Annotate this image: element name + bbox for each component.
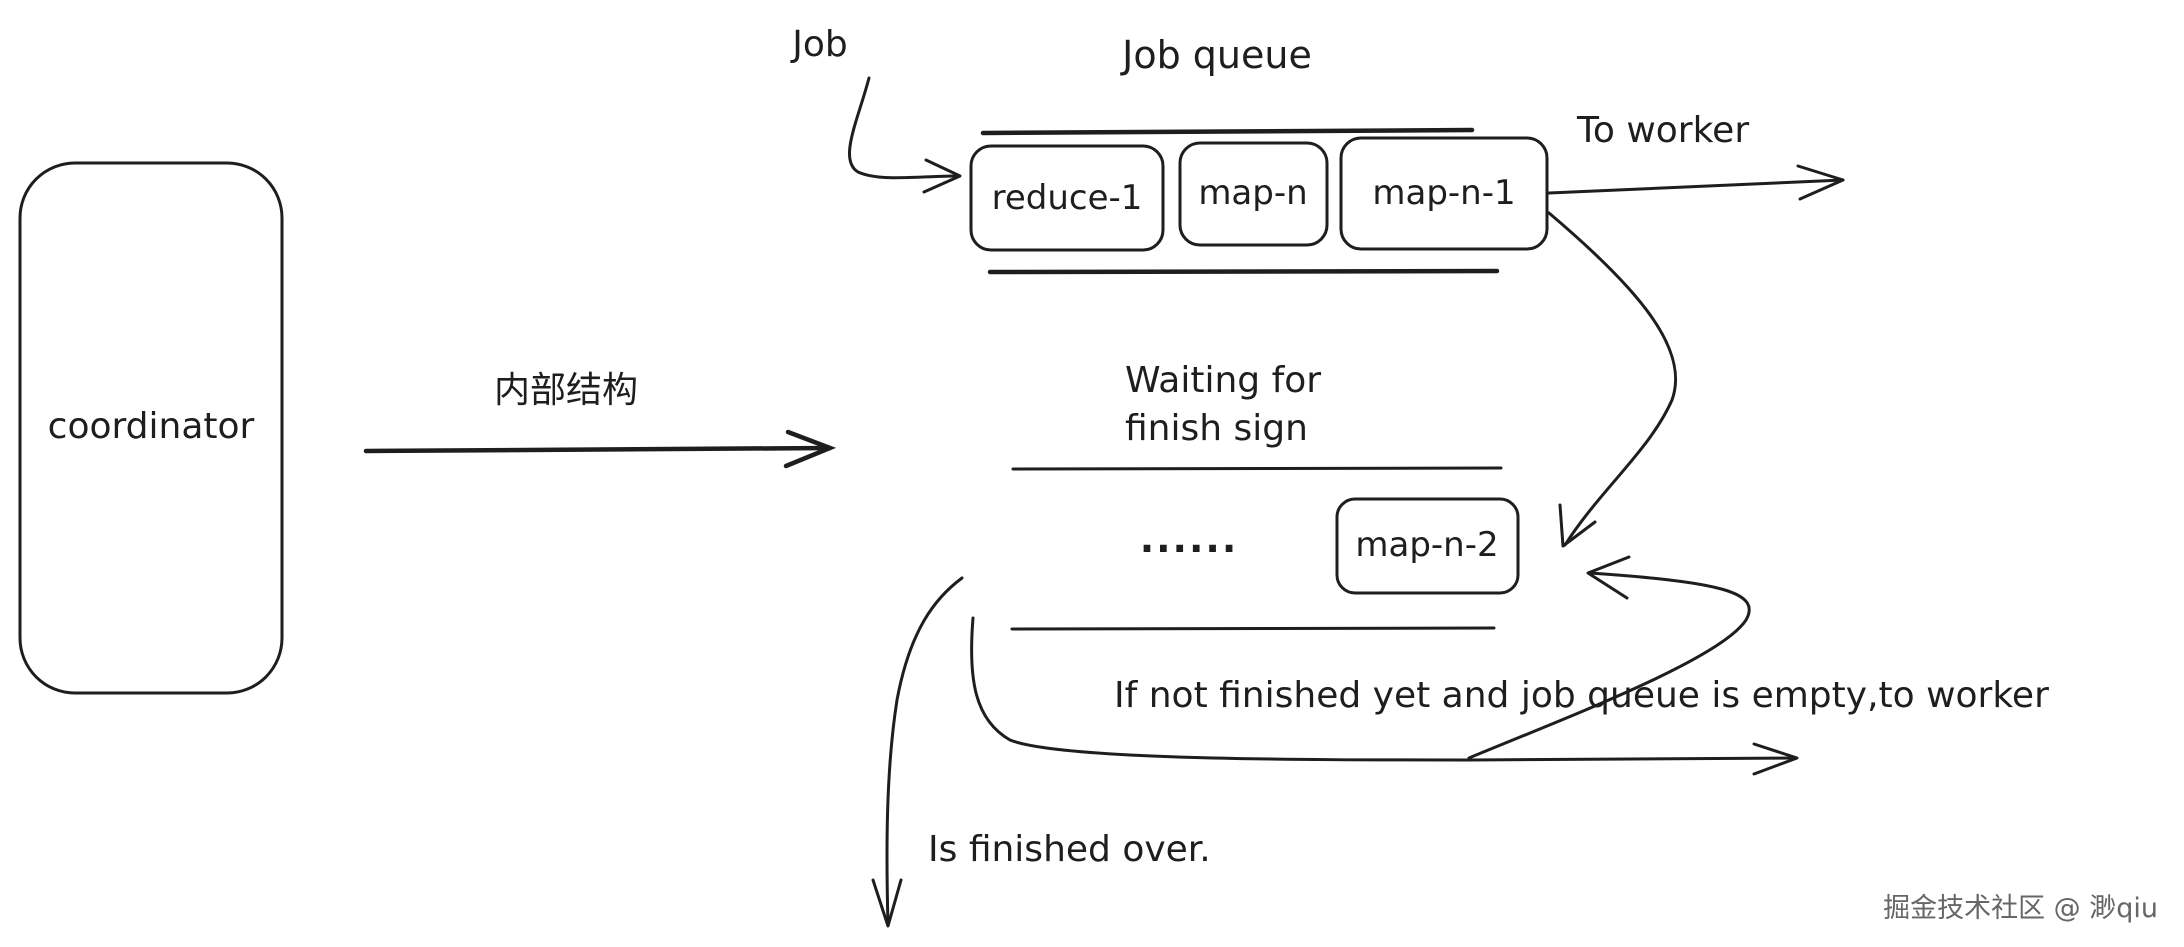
waiting-title-line2: finish sign [1125, 408, 1308, 449]
job-label: Job [790, 24, 848, 65]
waiting-item-box [1335, 497, 1520, 595]
queue-item-label: map-n-1 [1372, 173, 1515, 213]
internal-structure-arrow [363, 445, 833, 454]
waiting-item-label: map-n-2 [1355, 525, 1498, 565]
queue-item-reduce-1[interactable]: reduce-1 [969, 144, 1165, 252]
waiting-ellipsis: ...... [1140, 517, 1239, 561]
queue-item-map-n[interactable]: map-n [1178, 141, 1329, 247]
coordinator-label: coordinator [48, 406, 255, 447]
to-worker-arrowhead [1796, 164, 1845, 201]
not-finished-arrowhead [1752, 742, 1799, 776]
job-incoming-arrowhead [922, 158, 962, 194]
job-queue-bottom-rail [987, 268, 1500, 275]
waiting-title-line1: Waiting for [1125, 360, 1321, 401]
requeue-arrow [1467, 571, 1751, 760]
finished-label: Is finished over. [928, 829, 1211, 870]
queue-to-waiting-arrow [1547, 211, 1678, 547]
queue-to-waiting-arrowhead [1558, 503, 1597, 548]
not-finished-arrow [970, 616, 1798, 762]
job-queue-title: Job queue [1120, 33, 1312, 77]
queue-item-box [1339, 136, 1549, 251]
watermark: 掘金技术社区 @ 渺qiu [1883, 893, 2158, 924]
queue-item-box [1178, 141, 1329, 247]
waiting-bottom-line [1010, 626, 1496, 631]
not-finished-label: If not finished yet and job queue is emp… [1114, 675, 2049, 716]
waiting-top-line [1011, 466, 1503, 471]
finished-arrowhead [871, 878, 903, 928]
job-queue-top-rail [980, 127, 1475, 136]
internal-structure-label: 内部结构 [494, 370, 638, 411]
queue-item-label: map-n [1198, 173, 1307, 213]
queue-item-map-n-1[interactable]: map-n-1 [1339, 136, 1549, 251]
to-worker-label: To worker [1576, 110, 1749, 151]
to-worker-arrow [1547, 178, 1845, 195]
coordinator-node[interactable]: coordinator [18, 161, 284, 695]
waiting-item-map-n-2[interactable]: map-n-2 [1335, 497, 1520, 595]
queue-item-box [969, 144, 1165, 252]
queue-item-label: reduce-1 [992, 178, 1143, 218]
internal-structure-arrowhead [783, 429, 837, 469]
job-incoming-arrow [848, 76, 960, 180]
coordinator-box [18, 161, 284, 695]
requeue-arrowhead [1586, 555, 1631, 600]
finished-arrow [885, 576, 964, 927]
